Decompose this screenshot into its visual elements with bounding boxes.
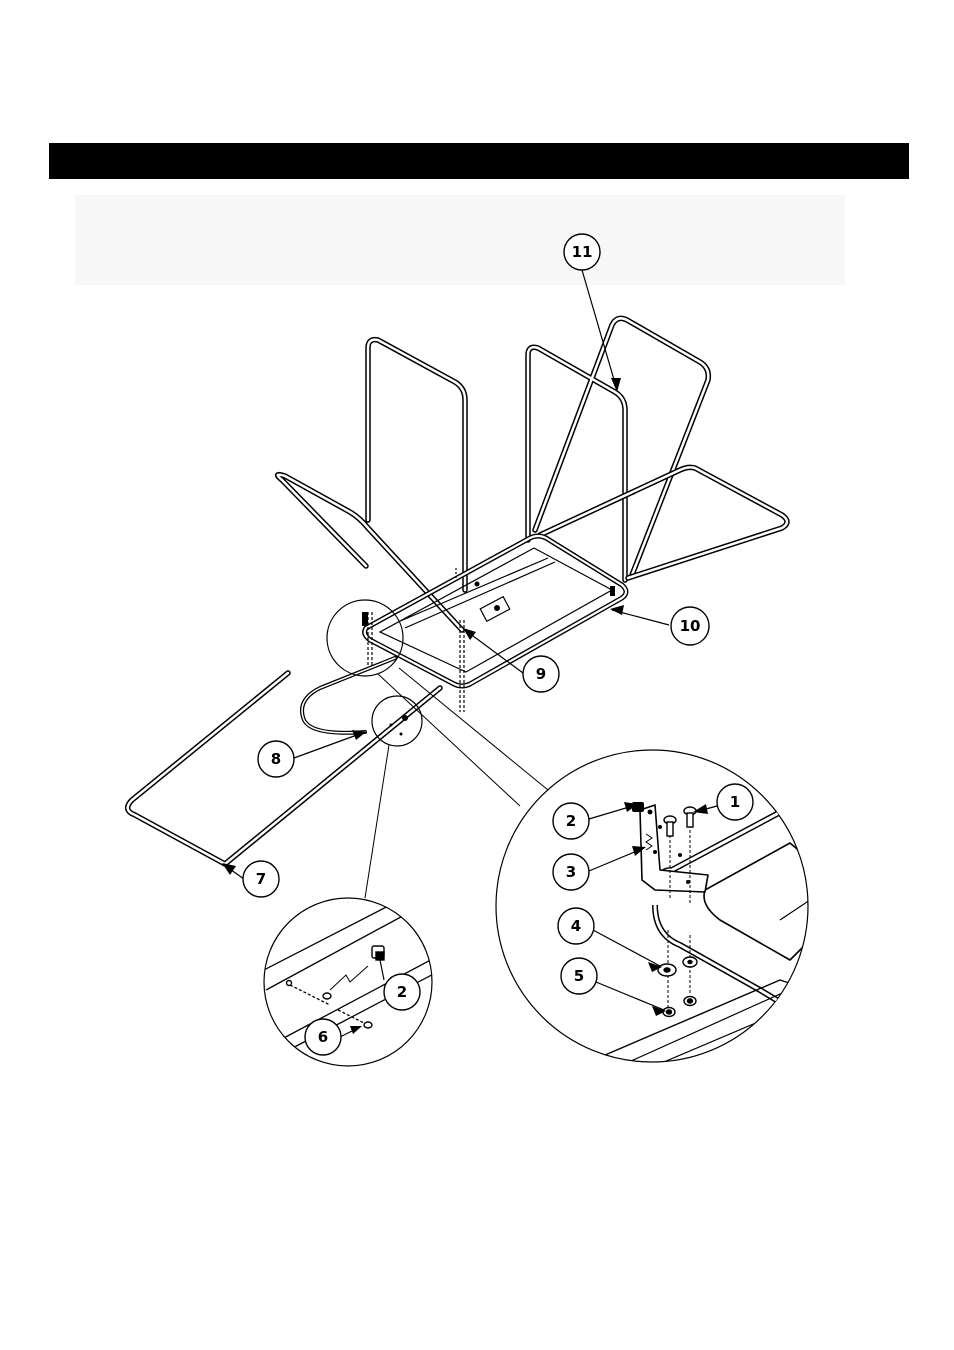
callout-2-hinge: 2	[553, 803, 589, 839]
callout-10-label: 10	[680, 617, 701, 635]
callout-3: 3	[553, 854, 589, 890]
callout-4: 4	[558, 908, 594, 944]
cable-strap-inner	[302, 658, 395, 733]
callout-1-label: 1	[730, 793, 740, 811]
callout-3-label: 3	[566, 863, 576, 881]
callout-9-label: 9	[536, 665, 546, 683]
callout-2-hinge-label: 2	[566, 812, 576, 830]
callout-1: 1	[717, 784, 753, 820]
base-tray	[365, 536, 626, 686]
callout-4-label: 4	[571, 917, 581, 935]
magnified-view-hinge	[496, 750, 810, 1075]
callout-11: 11	[564, 234, 600, 270]
base-tray-details	[368, 548, 612, 712]
callout-7: 7	[243, 861, 279, 897]
callout-5-label: 5	[574, 967, 584, 985]
right-side-frame	[540, 467, 787, 578]
callout-10: 10	[671, 607, 709, 645]
callout-6-label: 6	[318, 1028, 328, 1046]
callout-9: 9	[523, 656, 559, 692]
cable-strap	[302, 658, 395, 733]
hinge-brackets	[362, 582, 615, 627]
callout-7-label: 7	[256, 870, 266, 888]
right-side-frame-inner	[540, 467, 787, 578]
left-back-frame	[368, 340, 465, 590]
callout-8-label: 8	[271, 750, 281, 768]
callout-6: 6	[305, 1019, 341, 1055]
callout-2-pin-label: 2	[397, 983, 407, 1001]
callout-5: 5	[561, 958, 597, 994]
callout-11-label: 11	[572, 243, 593, 261]
callout-2-pin: 2	[384, 974, 420, 1010]
callout-8: 8	[258, 741, 294, 777]
